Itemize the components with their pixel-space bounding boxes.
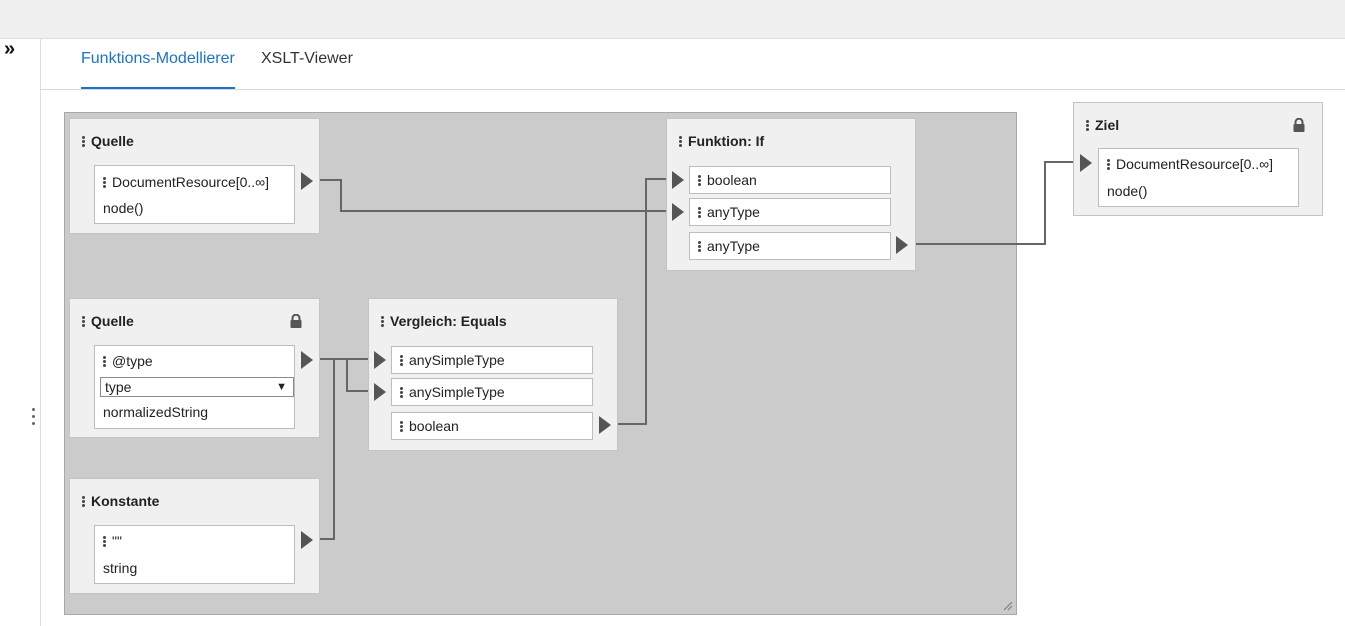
equals-input-a[interactable]: anySimpleType (391, 346, 593, 374)
drag-handle-icon[interactable] (381, 315, 384, 328)
type-select[interactable]: type ▼ (100, 377, 294, 397)
resize-grip-icon[interactable] (1003, 601, 1013, 611)
drag-handle-icon[interactable] (698, 174, 701, 187)
output-port[interactable] (599, 416, 611, 434)
if-function-node[interactable]: Funktion: If boolean anyType anyType (666, 118, 916, 271)
target-node[interactable]: Ziel DocumentResource[0..∞] node() (1073, 102, 1323, 216)
equals-output[interactable]: boolean (391, 412, 593, 440)
drag-handle-icon[interactable] (103, 176, 106, 189)
drag-handle-icon[interactable] (698, 206, 701, 219)
drag-handle-icon[interactable] (400, 420, 403, 433)
equals-input-b[interactable]: anySimpleType (391, 378, 593, 406)
equals-node[interactable]: Vergleich: Equals anySimpleType anySimpl… (368, 298, 618, 451)
lock-icon[interactable] (1292, 118, 1306, 132)
drag-handle-icon[interactable] (1107, 158, 1110, 171)
rail-resize-handle-icon[interactable] (32, 408, 36, 434)
drag-handle-icon[interactable] (82, 315, 85, 328)
if-output[interactable]: anyType (689, 232, 891, 260)
source-node-document[interactable]: Quelle DocumentResource[0..∞] node() (69, 118, 320, 234)
node-title[interactable]: Vergleich: Equals (381, 313, 507, 329)
drag-handle-icon[interactable] (82, 495, 85, 508)
drag-handle-icon[interactable] (400, 386, 403, 399)
lock-icon[interactable] (289, 314, 303, 328)
input-port[interactable] (374, 383, 386, 401)
output-port[interactable] (301, 351, 313, 369)
constant-field[interactable]: "" string (94, 525, 295, 584)
drag-handle-icon[interactable] (698, 240, 701, 253)
node-title[interactable]: Funktion: If (679, 133, 764, 149)
input-port[interactable] (374, 351, 386, 369)
drag-handle-icon[interactable] (103, 535, 106, 548)
if-input-condition[interactable]: boolean (689, 166, 891, 194)
target-field[interactable]: DocumentResource[0..∞] node() (1098, 148, 1299, 207)
drag-handle-icon[interactable] (1086, 119, 1089, 132)
source-field[interactable]: DocumentResource[0..∞] node() (94, 165, 295, 224)
output-port[interactable] (896, 236, 908, 254)
input-port[interactable] (1080, 154, 1092, 172)
dropdown-arrow-icon: ▼ (276, 381, 287, 393)
drag-handle-icon[interactable] (82, 135, 85, 148)
output-port[interactable] (301, 172, 313, 190)
input-port[interactable] (672, 203, 684, 221)
node-title[interactable]: Quelle (82, 313, 134, 329)
drag-handle-icon[interactable] (103, 355, 106, 368)
if-input-value[interactable]: anyType (689, 198, 891, 226)
tab-xslt-viewer[interactable]: XSLT-Viewer (261, 50, 353, 67)
tab-bar: Funktions-Modellierer XSLT-Viewer (41, 39, 1345, 90)
node-title[interactable]: Quelle (82, 133, 134, 149)
source-field[interactable]: @type type ▼ normalizedString (94, 345, 295, 429)
output-port[interactable] (301, 531, 313, 549)
left-rail (0, 39, 41, 626)
constant-node[interactable]: Konstante "" string (69, 478, 320, 594)
tab-function-modeler[interactable]: Funktions-Modellierer (81, 49, 235, 89)
node-title[interactable]: Ziel (1086, 117, 1119, 133)
drag-handle-icon[interactable] (400, 354, 403, 367)
drag-handle-icon[interactable] (679, 135, 682, 148)
source-node-type[interactable]: Quelle @type type ▼ normalizedString (69, 298, 320, 438)
node-title[interactable]: Konstante (82, 493, 159, 509)
input-port[interactable] (672, 171, 684, 189)
expand-panel-button[interactable]: » (4, 38, 16, 60)
top-bar (0, 0, 1345, 39)
